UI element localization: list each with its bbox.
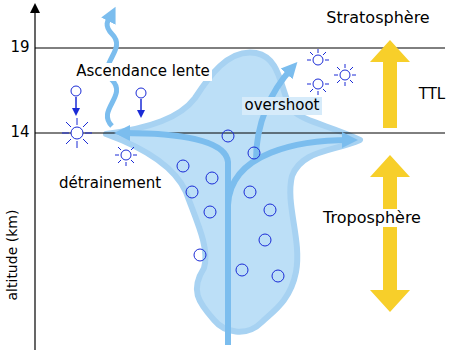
altitude-axis xyxy=(34,8,35,350)
ice-crystals xyxy=(62,49,356,166)
particle xyxy=(71,86,81,96)
process-label: overshoot xyxy=(242,97,321,114)
crystal-rays xyxy=(62,118,92,148)
layer-label: Stratosphère xyxy=(324,9,431,27)
ice-crystal xyxy=(115,147,137,166)
droplet xyxy=(236,264,248,276)
fall-arrow xyxy=(140,99,142,114)
axis-tick-value: 19 xyxy=(8,39,31,56)
ice-crystal xyxy=(62,118,92,148)
axis-title: altitude (km) xyxy=(4,208,20,303)
crystal-rays xyxy=(307,84,329,95)
crystal-rays xyxy=(307,49,329,60)
crystal-core xyxy=(313,55,323,65)
droplet xyxy=(272,270,284,282)
crystal-rays xyxy=(334,64,356,86)
droplet xyxy=(222,130,234,142)
level-line xyxy=(35,133,445,134)
layer-label: TTL xyxy=(417,86,447,103)
layer-label: Troposphère xyxy=(321,209,423,227)
ttl-arrow xyxy=(370,40,410,128)
droplet xyxy=(244,186,256,198)
ice-crystal xyxy=(307,79,329,95)
droplet xyxy=(206,172,218,184)
axis-tick-value: 14 xyxy=(8,124,31,141)
droplet xyxy=(259,234,271,246)
ice-crystal xyxy=(334,64,356,86)
droplet xyxy=(186,186,198,198)
crystal-core xyxy=(313,79,323,89)
droplet xyxy=(264,204,276,216)
droplet xyxy=(248,147,260,159)
crystal-core xyxy=(340,70,350,80)
crystal-rays xyxy=(115,147,137,166)
droplet xyxy=(177,160,189,172)
droplet xyxy=(194,249,206,261)
droplets xyxy=(177,130,284,282)
troposphere-arrow xyxy=(370,155,410,312)
crystal-core xyxy=(121,150,131,160)
droplet xyxy=(204,206,216,218)
outflow-arrow xyxy=(228,140,350,205)
sedimentation xyxy=(71,86,146,114)
updraft-arrow xyxy=(122,133,228,345)
particle xyxy=(136,88,146,98)
process-label: détrainement xyxy=(57,175,163,192)
fall-arrow xyxy=(75,97,77,112)
ice-crystal xyxy=(307,49,329,65)
crystal-core xyxy=(71,127,83,139)
process-label: Ascendance lente xyxy=(74,63,212,80)
